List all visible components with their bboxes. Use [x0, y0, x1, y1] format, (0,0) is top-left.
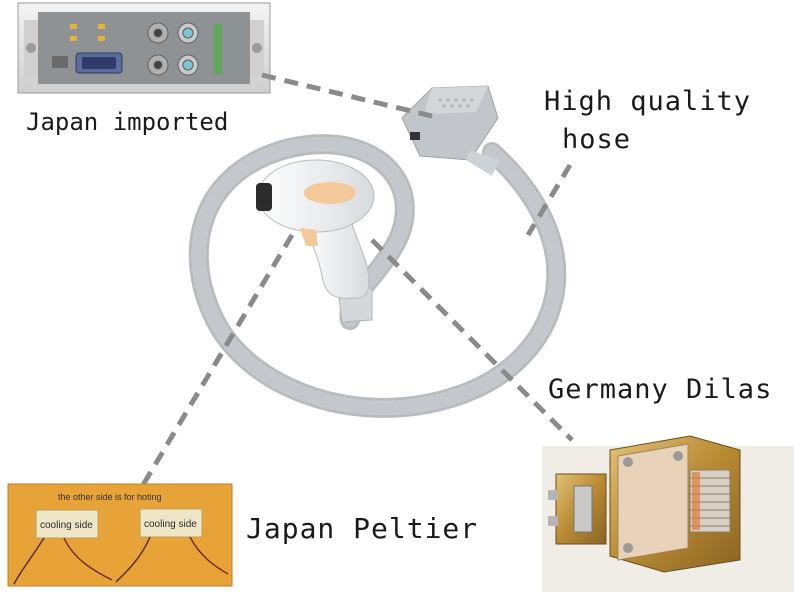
peltier-top-text: the other side is for hoting [58, 492, 162, 502]
label-japan-peltier: Japan Peltier [246, 512, 479, 545]
hose-connector [401, 85, 500, 176]
label-hose: hose [562, 124, 632, 155]
peltier-right-tag: cooling side [144, 519, 197, 530]
connector-panel-photo [17, 2, 271, 94]
callout-lines [137, 72, 574, 492]
peltier-left-tag: cooling side [40, 520, 93, 531]
label-japan-imported: Japan imported [26, 108, 229, 136]
label-germany-dilas: Germany Dilas [548, 374, 773, 405]
peltier-photo: the other side is for hoting cooling sid… [7, 483, 233, 587]
corrugated-hose [188, 134, 567, 418]
laser-handpiece [256, 159, 375, 323]
label-high-quality: High quality [544, 86, 752, 117]
dilas-laser-bar-photo [542, 435, 794, 592]
